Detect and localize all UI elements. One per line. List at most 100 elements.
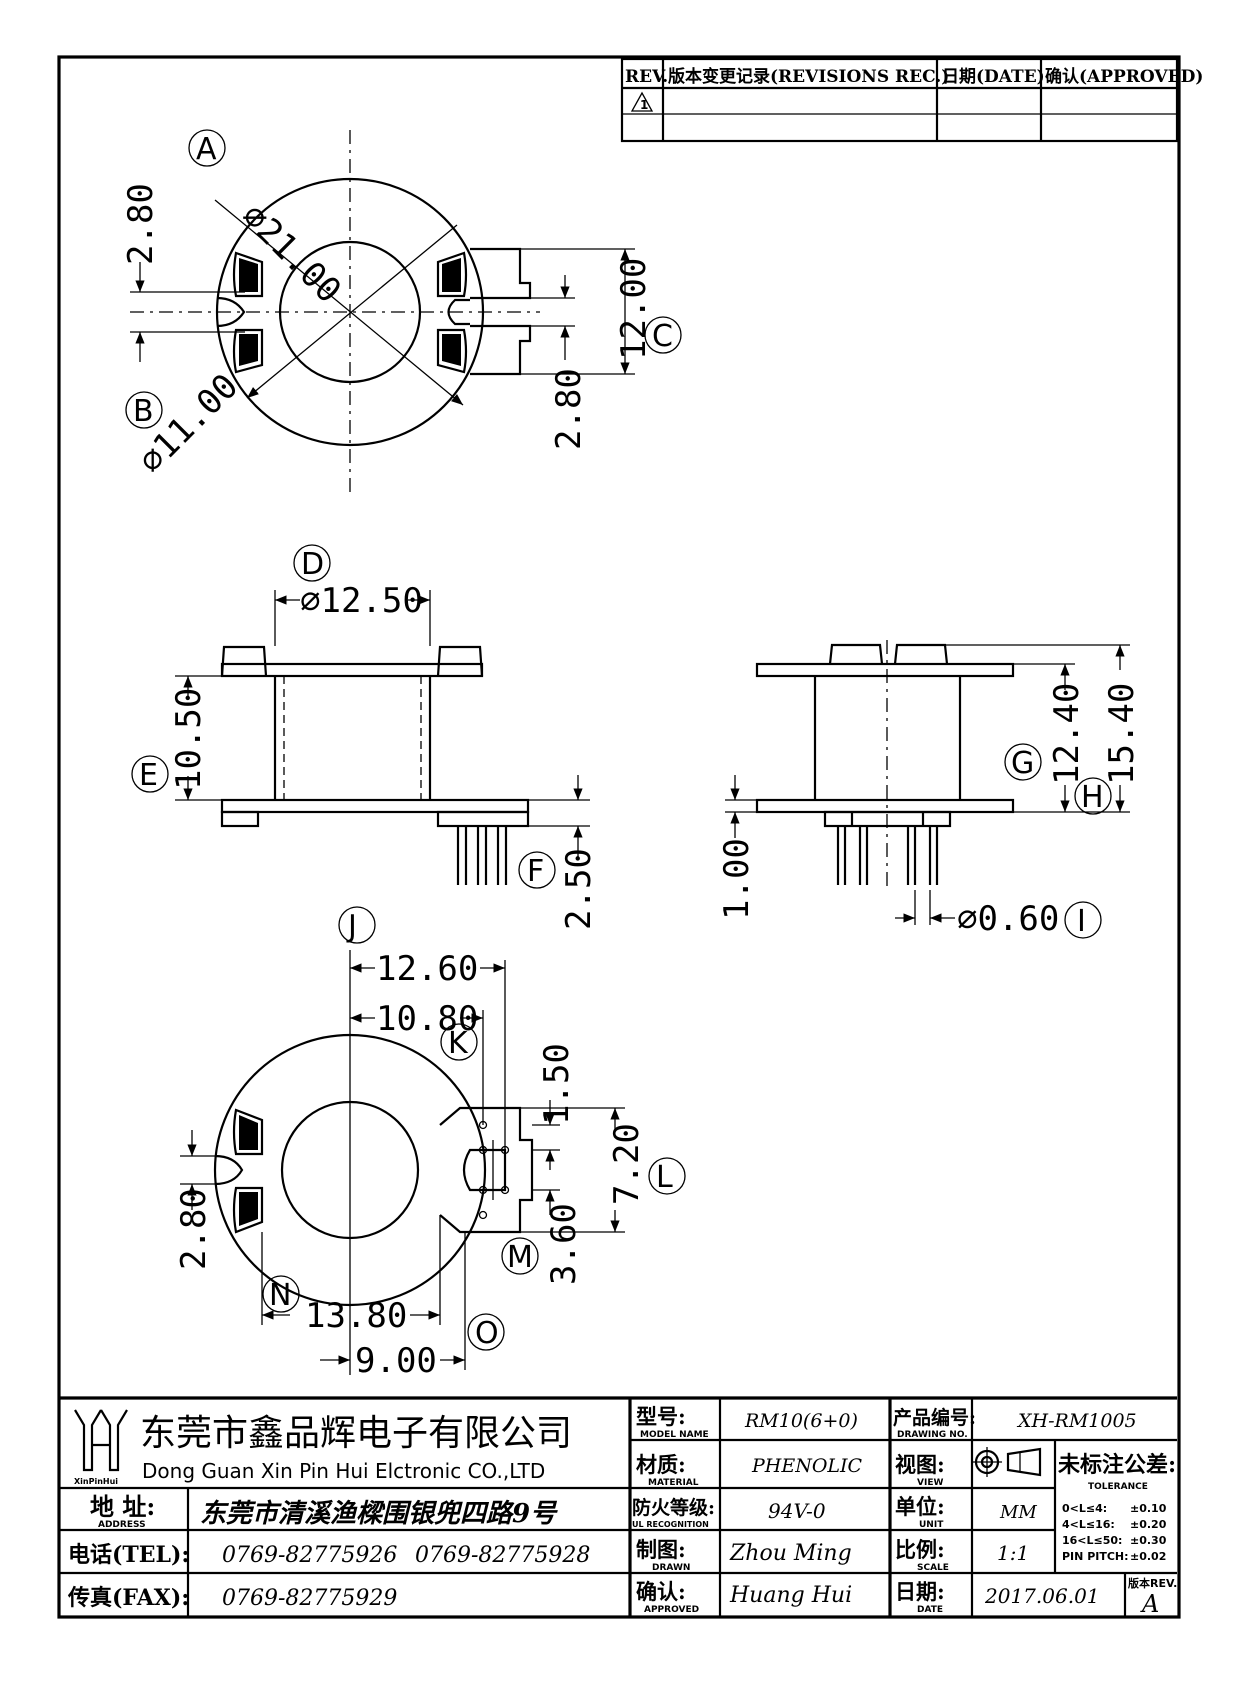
callout-e: E [139, 758, 158, 793]
revision-triangle-icon [630, 91, 654, 112]
model-value: RM10(6+0) [744, 1410, 858, 1432]
svg-text:MATERIAL: MATERIAL [648, 1478, 699, 1488]
svg-text:APPROVED: APPROVED [644, 1605, 699, 1615]
dim-pin-pitch-small: 1.50 [537, 1043, 577, 1125]
rev-label: 版本REV. [1128, 1576, 1177, 1590]
scale-value: 1:1 [997, 1541, 1029, 1565]
svg-text:±0.20: ±0.20 [1130, 1518, 1167, 1531]
drawn-value: Zhou Ming [729, 1541, 852, 1566]
unit-value: MM [999, 1502, 1037, 1523]
callout-f: F [527, 854, 544, 889]
date-value: 2017.06.01 [984, 1584, 1100, 1608]
scale-label: 比例: [895, 1537, 945, 1562]
company-logo: XinPinHui [74, 1409, 128, 1486]
dim-inner-height: 12.40 [1047, 683, 1087, 785]
svg-text:TOLERANCE: TOLERANCE [1088, 1482, 1148, 1492]
tolerance-table: 0<L≤4: ±0.10 4<L≤16: ±0.20 16<L≤50: ±0.3… [1062, 1502, 1167, 1563]
svg-text:±0.02: ±0.02 [1130, 1550, 1166, 1563]
address-label: 地 址: [90, 1492, 155, 1521]
company-name-en: Dong Guan Xin Pin Hui Elctronic CO.,LTD [142, 1459, 545, 1483]
bottom-view [180, 950, 625, 1375]
title-block: XinPinHui 东莞市鑫品辉电子有限公司 Dong Guan Xin Pin… [59, 1396, 1177, 1618]
view-label: 视图: [895, 1452, 945, 1477]
callout-k: K [448, 1026, 469, 1061]
svg-text:PIN PITCH:: PIN PITCH: [1062, 1550, 1129, 1563]
approved-label: 确认: [636, 1579, 686, 1604]
dim-pin-inner: 10.80 [376, 999, 478, 1039]
callout-b: B [133, 394, 154, 429]
svg-text:UL RECOGNITION: UL RECOGNITION [632, 1520, 709, 1529]
approved-value: Huang Hui [729, 1583, 852, 1608]
dim-pin-spacing: 3.60 [544, 1203, 584, 1285]
sheet-border [57, 55, 1181, 1619]
drawing-no-label: 产品编号: [893, 1406, 976, 1429]
svg-text:SCALE: SCALE [917, 1563, 949, 1573]
inner-circle [278, 240, 422, 384]
bottom-outer-circle [213, 1033, 487, 1307]
tolerance-label: 未标注公差: [1058, 1452, 1176, 1478]
callout-i: I [1077, 904, 1086, 939]
projection-symbol-icon [972, 1447, 1042, 1477]
svg-text:UNIT: UNIT [919, 1520, 944, 1530]
fire-value: 94V-0 [768, 1499, 826, 1523]
dim-pin-length: 2.50 [559, 848, 599, 930]
rev-mark: 1 [640, 98, 648, 112]
callouts: A B C D E F G H I J K L M N O [125, 129, 1112, 1351]
callout-c: C [652, 319, 673, 354]
dim-tube-dia: ⌀12.50 [300, 581, 423, 621]
svg-text:ADDRESS: ADDRESS [98, 1520, 146, 1530]
outer-circle [215, 177, 485, 447]
svg-text:±0.30: ±0.30 [1130, 1534, 1167, 1547]
callout-o: O [475, 1316, 499, 1351]
svg-text:DRAWING NO.: DRAWING NO. [897, 1430, 968, 1440]
side-view-left [175, 590, 590, 885]
svg-text:MODEL NAME: MODEL NAME [640, 1430, 709, 1440]
svg-text:4<L≤16:: 4<L≤16: [1062, 1518, 1115, 1531]
side-view-right [725, 640, 1130, 925]
fax-label: 传真(FAX): [67, 1585, 189, 1611]
callout-j: J [346, 909, 357, 944]
date-label: 日期: [895, 1579, 945, 1604]
tel-2: 0769-82775928 [415, 1543, 590, 1568]
callout-m: M [507, 1240, 533, 1275]
material-value: PHENOLIC [751, 1455, 863, 1477]
model-label: 型号: [636, 1404, 686, 1429]
dim-width-b: 9.00 [355, 1341, 437, 1381]
unit-label: 单位: [895, 1494, 945, 1519]
dim-total-height: 15.40 [1102, 683, 1142, 785]
company-name-cn: 东莞市鑫品辉电子有限公司 [140, 1413, 572, 1454]
drawn-label: 制图: [636, 1537, 686, 1562]
dim-pin-span: 7.20 [607, 1123, 647, 1205]
date-header: 日期(DATE) [942, 67, 1045, 87]
material-label: 材质: [636, 1452, 686, 1477]
revision-table: REV. 版本变更记录(REVISIONS REC.) 日期(DATE) 确认(… [620, 57, 1203, 143]
dim-slot-right: 2.80 [549, 368, 589, 450]
dim-pin-dia: ⌀0.60 [957, 899, 1059, 939]
address-value: 东莞市清溪渔樑围银兜四路9号 [200, 1499, 558, 1529]
tel-label: 电话(TEL): [68, 1542, 190, 1568]
callout-h: H [1081, 780, 1104, 815]
svg-text:±0.10: ±0.10 [1130, 1502, 1167, 1515]
dim-slot-left: 2.80 [121, 183, 161, 265]
bottom-inner-circle [280, 1100, 420, 1240]
dim-side-height: 10.50 [169, 688, 209, 790]
callout-l: L [656, 1160, 673, 1195]
dim-pin-outer: 12.60 [376, 949, 478, 989]
dim-width-a: 13.80 [305, 1296, 407, 1336]
fire-label: 防火等级: [632, 1496, 715, 1519]
svg-text:16<L≤50:: 16<L≤50: [1062, 1534, 1122, 1547]
callout-g: G [1011, 746, 1034, 781]
dim-bottom-slot: 2.80 [174, 1188, 214, 1270]
record-header: 版本变更记录(REVISIONS REC.) [668, 66, 949, 87]
dim-outer-dia: ⌀21.00 [234, 196, 349, 311]
svg-text:0<L≤4:: 0<L≤4: [1062, 1502, 1107, 1515]
top-view [130, 130, 635, 495]
svg-text:XinPinHui: XinPinHui [74, 1477, 118, 1486]
callout-a: A [196, 132, 217, 167]
svg-text:DATE: DATE [917, 1605, 943, 1615]
rev-value: A [1140, 1590, 1159, 1618]
approved-header: 确认(APPROVED) [1045, 66, 1203, 87]
svg-text:DRAWN: DRAWN [652, 1563, 690, 1573]
rev-header: REV. [625, 67, 668, 87]
